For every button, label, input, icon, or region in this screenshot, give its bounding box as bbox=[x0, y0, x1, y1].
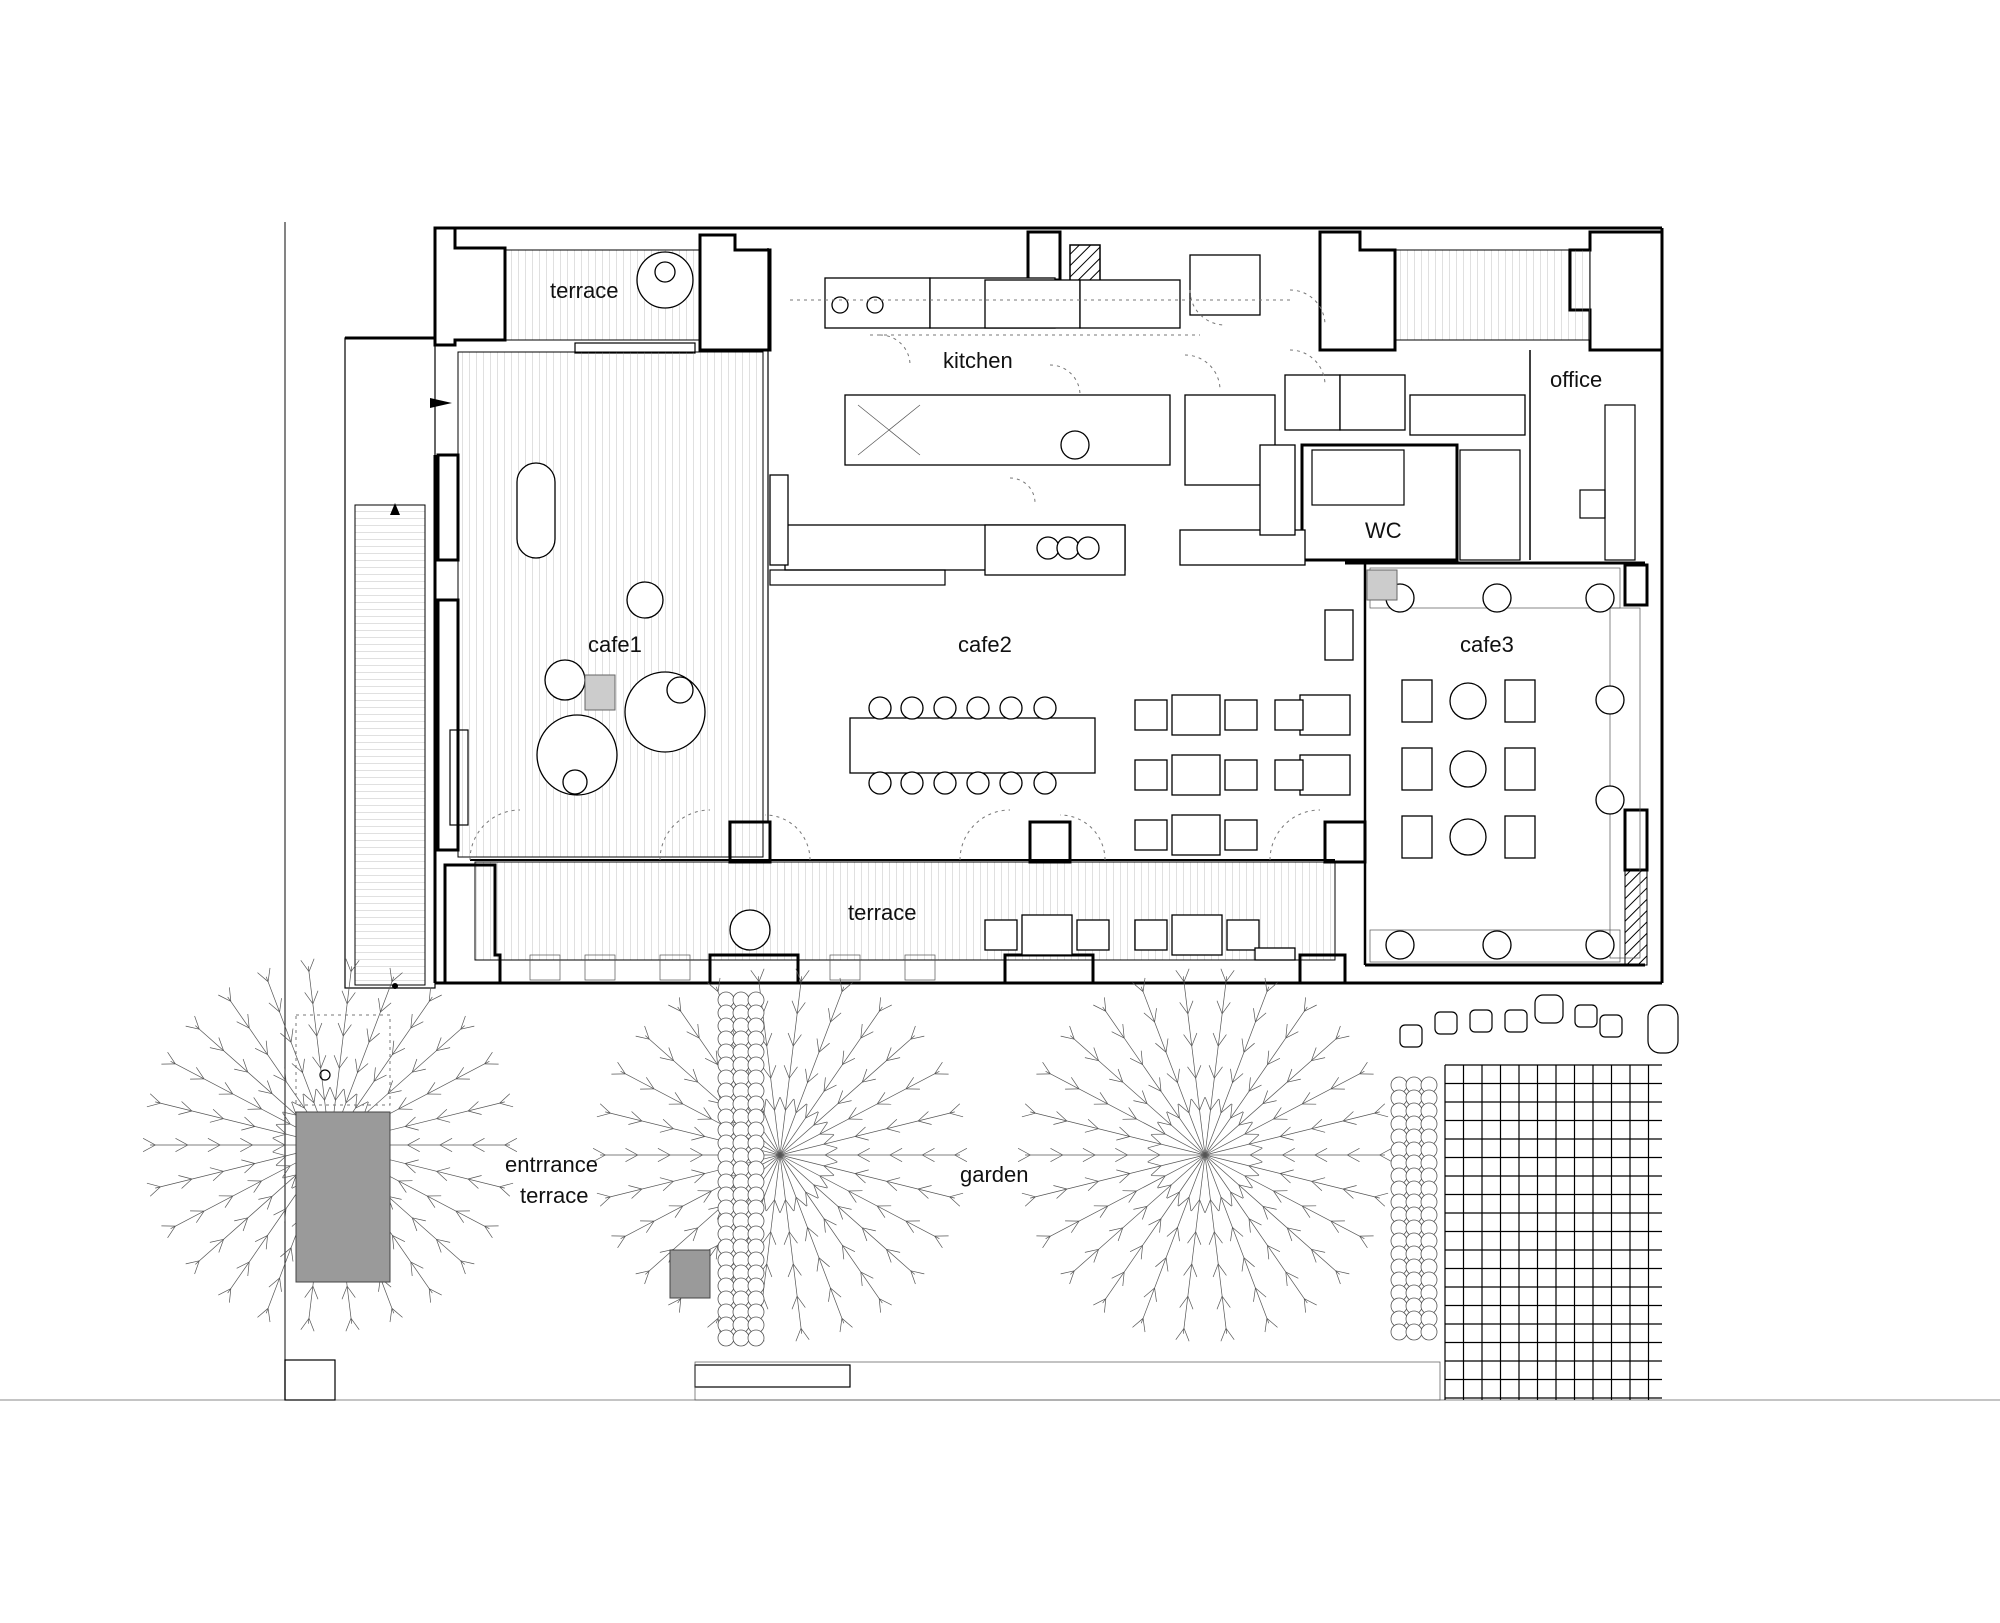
stepping-stones bbox=[1399, 994, 1679, 1054]
shrub-hedge-right bbox=[1390, 1076, 1438, 1341]
label-kitchen: kitchen bbox=[943, 348, 1013, 373]
label-cafe1: cafe1 bbox=[588, 632, 642, 657]
cafe3-furniture bbox=[1366, 567, 1641, 963]
cafe1-furniture bbox=[516, 462, 771, 951]
room-labels: terrace kitchen office WC cafe1 cafe2 ca… bbox=[505, 278, 1602, 1208]
label-cafe2: cafe2 bbox=[958, 632, 1012, 657]
kitchen-equipment bbox=[769, 254, 1526, 586]
label-office: office bbox=[1550, 367, 1602, 392]
label-entrance-line1: entrrance bbox=[505, 1152, 598, 1177]
tree-middle bbox=[592, 968, 968, 1342]
tree-right bbox=[1017, 968, 1393, 1342]
entrance-stair bbox=[344, 336, 452, 989]
label-wc: WC bbox=[1365, 518, 1402, 543]
site-lines bbox=[0, 222, 2000, 1401]
garden-planter bbox=[669, 1249, 711, 1299]
label-cafe3: cafe3 bbox=[1460, 632, 1514, 657]
shrub-hedge-left bbox=[717, 991, 765, 1347]
building-walls bbox=[433, 226, 1664, 985]
label-terrace-top: terrace bbox=[550, 278, 618, 303]
cafe2-furniture bbox=[469, 609, 1354, 861]
entrance-planter bbox=[295, 1111, 391, 1283]
terrace-furniture bbox=[529, 251, 1296, 981]
label-terrace-bottom: terrace bbox=[848, 900, 916, 925]
label-garden: garden bbox=[960, 1162, 1029, 1187]
label-entrance-line2: terrace bbox=[520, 1183, 588, 1208]
paving-grid bbox=[1444, 1064, 1662, 1400]
